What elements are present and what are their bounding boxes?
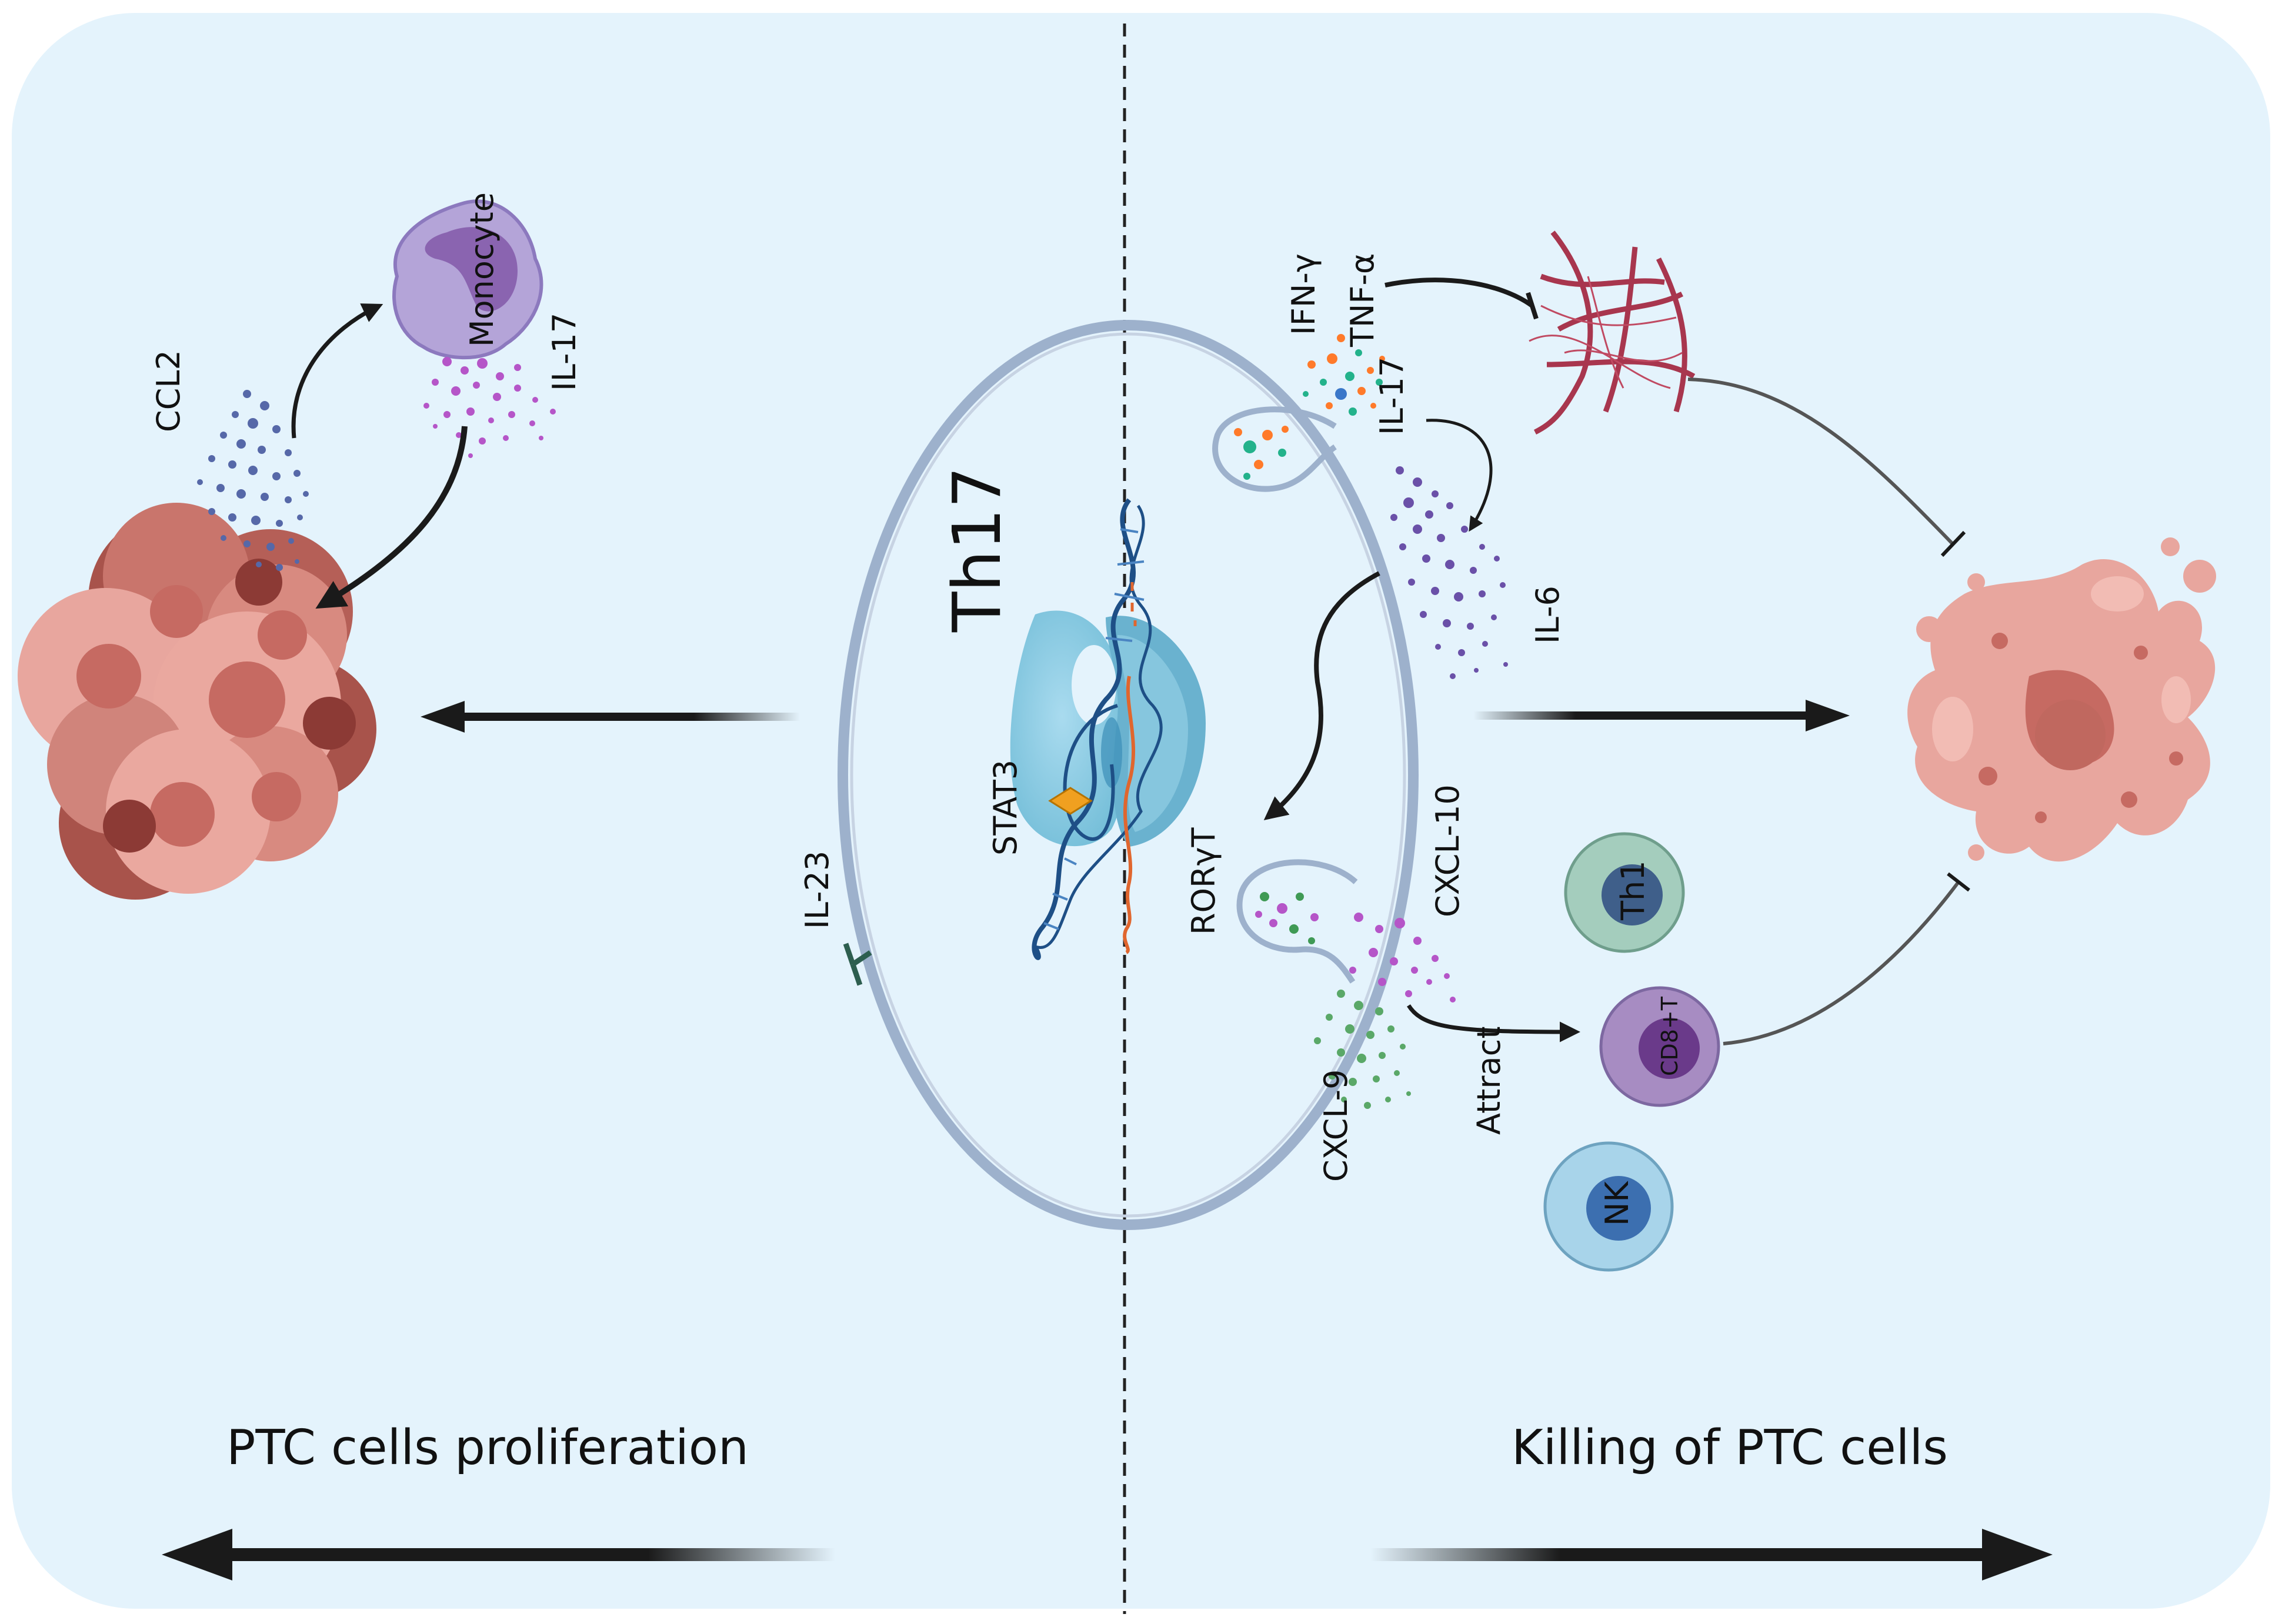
cd8t-inhibit-tumor <box>1723 881 1960 1045</box>
il17-left-label: IL-17 <box>546 313 583 391</box>
il6-dots <box>1390 466 1508 679</box>
right-mid-arrow-head <box>1806 700 1850 731</box>
ccl2-to-monocyte-arrow <box>291 303 383 439</box>
left-mid-arrow-head <box>421 701 465 733</box>
left-bottom-arrow-head <box>162 1529 232 1580</box>
dna-rungs <box>1043 528 1145 930</box>
tnfa-label: TNF-α <box>1344 253 1381 347</box>
left-caption: PTC cells proliferation <box>226 1420 749 1476</box>
nk-label: NK <box>1599 1181 1636 1226</box>
ifng-tnfa-dots <box>1303 334 1385 416</box>
right-caption: Killing of PTC cells <box>1512 1420 1948 1476</box>
ptc-tumor-cell-dying <box>1907 537 2216 862</box>
left-mid-arrow-shaft <box>447 713 800 721</box>
th17-label: Th17 <box>939 466 1016 633</box>
nk-cell <box>1543 1141 1674 1272</box>
rna-strand <box>1123 676 1135 954</box>
nucleus <box>1010 610 1206 847</box>
ifng-label: IFN-γ <box>1285 253 1322 335</box>
il6-label: IL-6 <box>1529 586 1566 644</box>
fibrin-network <box>1533 230 1696 435</box>
cxcl10-dots <box>1349 913 1456 1003</box>
th1-label: Th1 <box>1614 860 1652 921</box>
il17-to-il6-arrow <box>1426 419 1493 532</box>
rorgt-label: RORγT <box>1185 827 1222 935</box>
il17-right-label: IL-17 <box>1373 357 1410 435</box>
il6-to-rorgt-arrow <box>1263 571 1380 820</box>
dna-loop <box>1063 704 1118 841</box>
right-bottom-arrow-shaft <box>1370 1548 2006 1561</box>
il17-dots-monocyte <box>423 357 556 458</box>
monocyte-cell <box>392 199 543 360</box>
cxcl9-dots <box>1314 990 1411 1109</box>
left-bottom-arrow-shaft <box>212 1548 835 1561</box>
attract-arrow <box>1407 1004 1580 1042</box>
th1-cell <box>1564 832 1685 953</box>
cytokine-inhibit-fibrin <box>1384 278 1534 308</box>
stat3-diamond <box>1048 787 1093 815</box>
right-bottom-arrow-head <box>1982 1529 2053 1580</box>
vesicle-bottom <box>1236 859 1358 984</box>
ccl2-label: CCL2 <box>150 350 187 432</box>
cxcl10-label: CXCL-10 <box>1429 784 1466 917</box>
th17-cell-membrane <box>838 320 1419 1230</box>
il23-receptor <box>843 943 872 986</box>
ccl2-dots <box>197 390 309 571</box>
cd8t-cell <box>1599 986 1720 1107</box>
stat3-label: STAT3 <box>987 760 1024 856</box>
vesicle-top <box>1212 406 1337 492</box>
fibrin-fine <box>1529 276 1683 389</box>
tumor-cluster <box>18 503 376 900</box>
cxcl9-label: CXCL-9 <box>1317 1070 1354 1182</box>
il17-to-tumor-arrow <box>315 426 468 609</box>
attract-label: Attract <box>1470 1027 1507 1135</box>
monocyte-label: Monocyte <box>463 192 501 347</box>
rna-fragments <box>1130 582 1137 626</box>
il23-label: IL-23 <box>799 851 836 929</box>
fibrin-inhibit-tumor <box>1687 377 1954 546</box>
cd8t-label: CD8+T <box>1657 996 1683 1076</box>
right-mid-arrow-shaft <box>1473 711 1814 720</box>
